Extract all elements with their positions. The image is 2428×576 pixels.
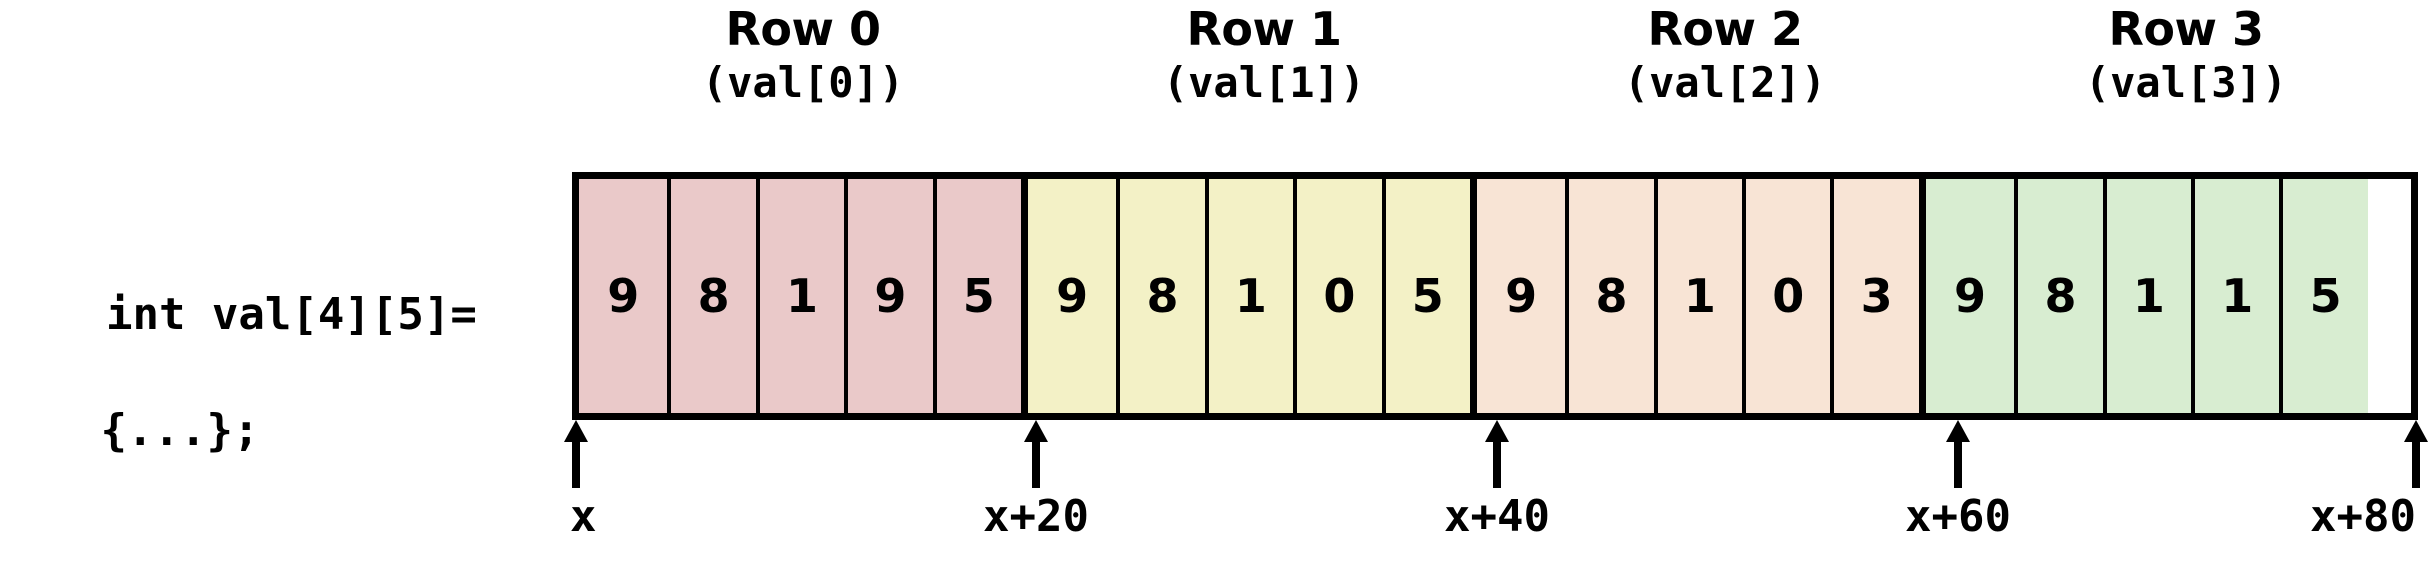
up-arrow-icon: [564, 420, 588, 488]
row-group-0: 9 8 1 9 5: [579, 179, 1021, 413]
row-group-2: 9 8 1 0 3: [1469, 179, 1919, 413]
up-arrow-icon: [1946, 420, 1970, 488]
cell-1-4: 5: [1381, 179, 1470, 413]
cell-2-3: 0: [1742, 179, 1831, 413]
address-label-0: x: [570, 491, 597, 542]
cell-0-0: 9: [579, 179, 668, 413]
row-header-2: Row 2 (val[2]): [1494, 2, 1956, 110]
cell-2-0: 9: [1476, 179, 1566, 413]
row-title-0: Row 0: [725, 2, 881, 56]
up-arrow-icon: [2404, 420, 2428, 488]
declaration-line-2: {...};: [100, 405, 260, 456]
row-title-1: Row 1: [1186, 2, 1342, 56]
cell-3-3: 1: [2191, 179, 2280, 413]
row-group-1: 9 8 1 0 5: [1020, 179, 1470, 413]
array-declaration-label: int val[4][5]= {...};: [0, 228, 477, 576]
cell-3-0: 9: [1925, 179, 2015, 413]
cell-1-2: 1: [1204, 179, 1294, 413]
cell-2-1: 8: [1565, 179, 1654, 413]
row-title-2: Row 2: [1647, 2, 1803, 56]
cell-3-1: 8: [2014, 179, 2103, 413]
address-label-4: x+80: [2310, 491, 2416, 542]
address-label-3: x+60: [1905, 491, 2011, 542]
row-header-1: Row 1 (val[1]): [1033, 2, 1495, 110]
up-arrow-icon: [1485, 420, 1509, 488]
row-group-3: 9 8 1 1 5: [1918, 179, 2368, 413]
cell-2-2: 1: [1653, 179, 1743, 413]
cell-3-2: 1: [2102, 179, 2192, 413]
row-subtitle-0: (val[0]): [701, 58, 905, 107]
address-label-2: x+40: [1444, 491, 1550, 542]
row-title-3: Row 3: [2108, 2, 2264, 56]
cell-1-3: 0: [1293, 179, 1382, 413]
cell-0-1: 8: [667, 179, 756, 413]
row-subtitle-3: (val[3]): [2084, 58, 2288, 107]
cell-0-3: 9: [844, 179, 933, 413]
row-subtitle-2: (val[2]): [1623, 58, 1827, 107]
row-header-3: Row 3 (val[3]): [1955, 2, 2417, 110]
array-memory-block: 9 8 1 9 5 9 8 1 0 5 9 8 1 0 3 9 8 1 1 5: [572, 172, 2418, 420]
row-subtitle-1: (val[1]): [1162, 58, 1366, 107]
memory-layout-diagram: int val[4][5]= {...}; Row 0 (val[0]) Row…: [100, 2, 2428, 542]
up-arrow-icon: [1024, 420, 1048, 488]
cell-0-2: 1: [755, 179, 845, 413]
cell-1-0: 9: [1027, 179, 1117, 413]
cell-3-4: 5: [2279, 179, 2368, 413]
declaration-line-1: int val[4][5]=: [105, 289, 477, 340]
cell-1-1: 8: [1116, 179, 1205, 413]
cell-2-4: 3: [1830, 179, 1919, 413]
address-label-1: x+20: [983, 491, 1089, 542]
row-header-0: Row 0 (val[0]): [572, 2, 1034, 110]
cell-0-4: 5: [932, 179, 1021, 413]
